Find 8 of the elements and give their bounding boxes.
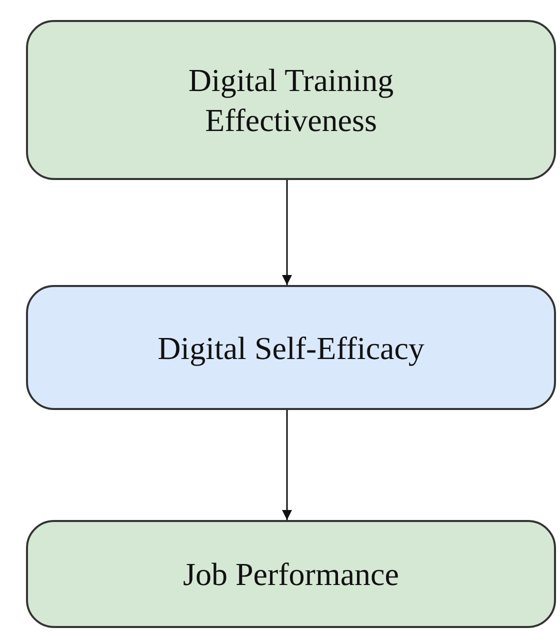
box-label: Job Performance xyxy=(183,555,399,594)
arrow xyxy=(282,180,292,285)
box-label: Digital Training Effectiveness xyxy=(187,61,395,140)
process-box xyxy=(26,285,556,410)
process-box xyxy=(26,20,556,180)
arrow xyxy=(282,410,292,520)
process-box xyxy=(26,520,556,628)
box-label: Digital Self-Efficacy xyxy=(158,328,424,368)
